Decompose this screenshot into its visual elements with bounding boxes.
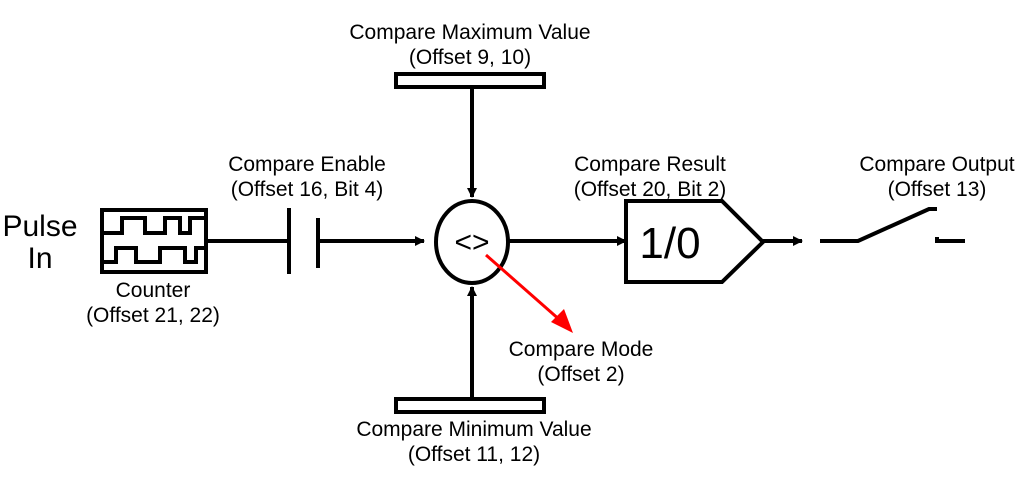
counter-block bbox=[100, 208, 208, 274]
compare-mode-arrow bbox=[485, 253, 562, 323]
compare-min-offset: (Offset 11, 12) bbox=[408, 443, 540, 466]
compare-max-label: Compare Maximum Value bbox=[349, 21, 590, 44]
pulse-in-label: Pulse bbox=[2, 210, 77, 243]
compare-output-offset: (Offset 13) bbox=[888, 178, 987, 201]
compare-result-symbol: 1/0 bbox=[639, 219, 700, 268]
output-switch-contact bbox=[935, 237, 965, 243]
compare-max-offset: (Offset 9, 10) bbox=[409, 46, 531, 69]
compare-result-offset: (Offset 20, Bit 2) bbox=[574, 178, 727, 201]
compare-result-label: Compare Result bbox=[574, 153, 726, 176]
comparator-symbol: <> bbox=[454, 226, 489, 259]
compare-mode-label: Compare Mode bbox=[509, 338, 654, 361]
compare-enable-label: Compare Enable bbox=[228, 153, 386, 176]
compare-max-register bbox=[394, 72, 546, 89]
compare-min-label: Compare Minimum Value bbox=[356, 418, 591, 441]
compare-min-register bbox=[394, 397, 546, 414]
compare-mode-offset: (Offset 2) bbox=[537, 363, 624, 386]
output-switch bbox=[820, 207, 937, 243]
counter-offset: (Offset 21, 22) bbox=[86, 304, 220, 327]
compare-enable-offset: (Offset 16, Bit 4) bbox=[231, 178, 384, 201]
pulse-in-label-2: In bbox=[27, 242, 52, 275]
counter-label: Counter bbox=[116, 279, 191, 302]
compare-mode-arrowhead bbox=[551, 309, 573, 333]
compare-output-label: Compare Output bbox=[859, 153, 1014, 176]
